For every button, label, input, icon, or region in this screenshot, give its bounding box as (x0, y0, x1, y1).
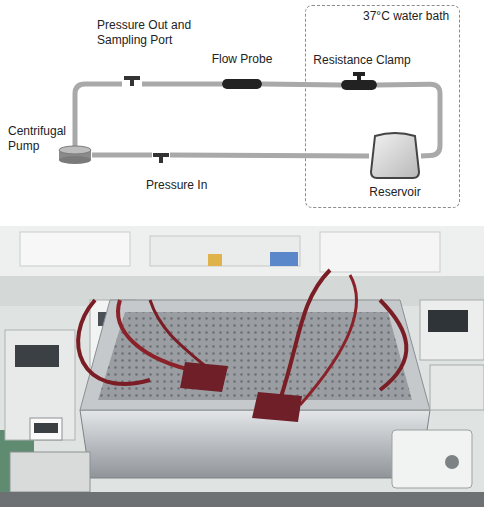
flow-probe: Flow Probe (222, 79, 262, 89)
photo-detail (222, 79, 262, 89)
tube-line (142, 82, 222, 87)
pump-console (5, 330, 75, 440)
tube-connector (75, 84, 122, 146)
photo-detail (159, 153, 163, 163)
console-screen (15, 345, 59, 367)
tube-connector (142, 84, 222, 85)
table-edge (0, 492, 484, 507)
sampling-port: Pressure Out and Sampling Port (122, 76, 142, 92)
water-bath-region: 37°C water bathResistance ClampReservoir (305, 5, 460, 208)
timer (30, 418, 62, 440)
red-tube (150, 300, 210, 370)
perforated-plate (98, 312, 412, 400)
photo-detail (59, 146, 91, 154)
pressure-port-symbol (152, 147, 170, 163)
tube-connector (262, 84, 341, 85)
tube-connector (170, 155, 369, 156)
blood-reservoir-bag (252, 392, 302, 422)
tube-line (170, 155, 369, 156)
red-tube (300, 275, 356, 405)
lab-photograph (0, 226, 484, 507)
flow-probe-symbol (222, 79, 262, 89)
monitor-screen (428, 310, 468, 332)
red-tube (78, 300, 150, 384)
wall-cabinet (0, 226, 484, 276)
flow-meter (430, 365, 484, 410)
photo-detail (130, 76, 134, 86)
reservoir-symbol (369, 132, 421, 180)
reservoir: Reservoir (369, 132, 421, 180)
shelf (150, 236, 300, 266)
resistance-clamp-symbol (341, 71, 377, 99)
red-tube (118, 300, 200, 372)
photo-detail (357, 72, 361, 81)
blue-bag (270, 252, 298, 266)
pressure-port: Pressure In (152, 147, 170, 163)
monitor-device (420, 300, 484, 360)
photo-detail (371, 133, 419, 178)
sampling-port-symbol (122, 76, 142, 92)
component-label: Reservoir (350, 185, 440, 200)
centrifugal-pump-symbol (58, 146, 92, 164)
control-knob (445, 455, 459, 469)
component-label: Centrifugal Pump (8, 124, 80, 154)
red-tube (380, 300, 406, 390)
tube-line (75, 84, 122, 146)
water-bath-rim (80, 300, 430, 410)
component-label: 37°C water bath (363, 9, 459, 24)
photo-detail (341, 80, 377, 90)
centrifugal-pump: Centrifugal Pump (58, 146, 92, 164)
shelf (320, 232, 440, 272)
resistance-clamp: Resistance Clamp (341, 71, 377, 99)
blood-reservoir-bag (180, 362, 228, 392)
shelf (20, 232, 130, 266)
water-bath-front (80, 410, 430, 478)
light-source-box (392, 430, 472, 488)
component-label: Flow Probe (192, 52, 292, 67)
control-unit (10, 452, 90, 492)
photo-background (0, 226, 484, 507)
tube-line (262, 84, 341, 85)
red-tube (280, 270, 330, 400)
supply-box (208, 254, 222, 266)
photo-detail (59, 156, 91, 164)
component-label: Pressure In (146, 178, 226, 193)
component-label: Pressure Out and Sampling Port (97, 18, 207, 48)
timer-display (34, 423, 58, 433)
component-label: Resistance Clamp (307, 53, 417, 68)
tube-line (92, 153, 152, 158)
tube-connector (92, 155, 152, 156)
